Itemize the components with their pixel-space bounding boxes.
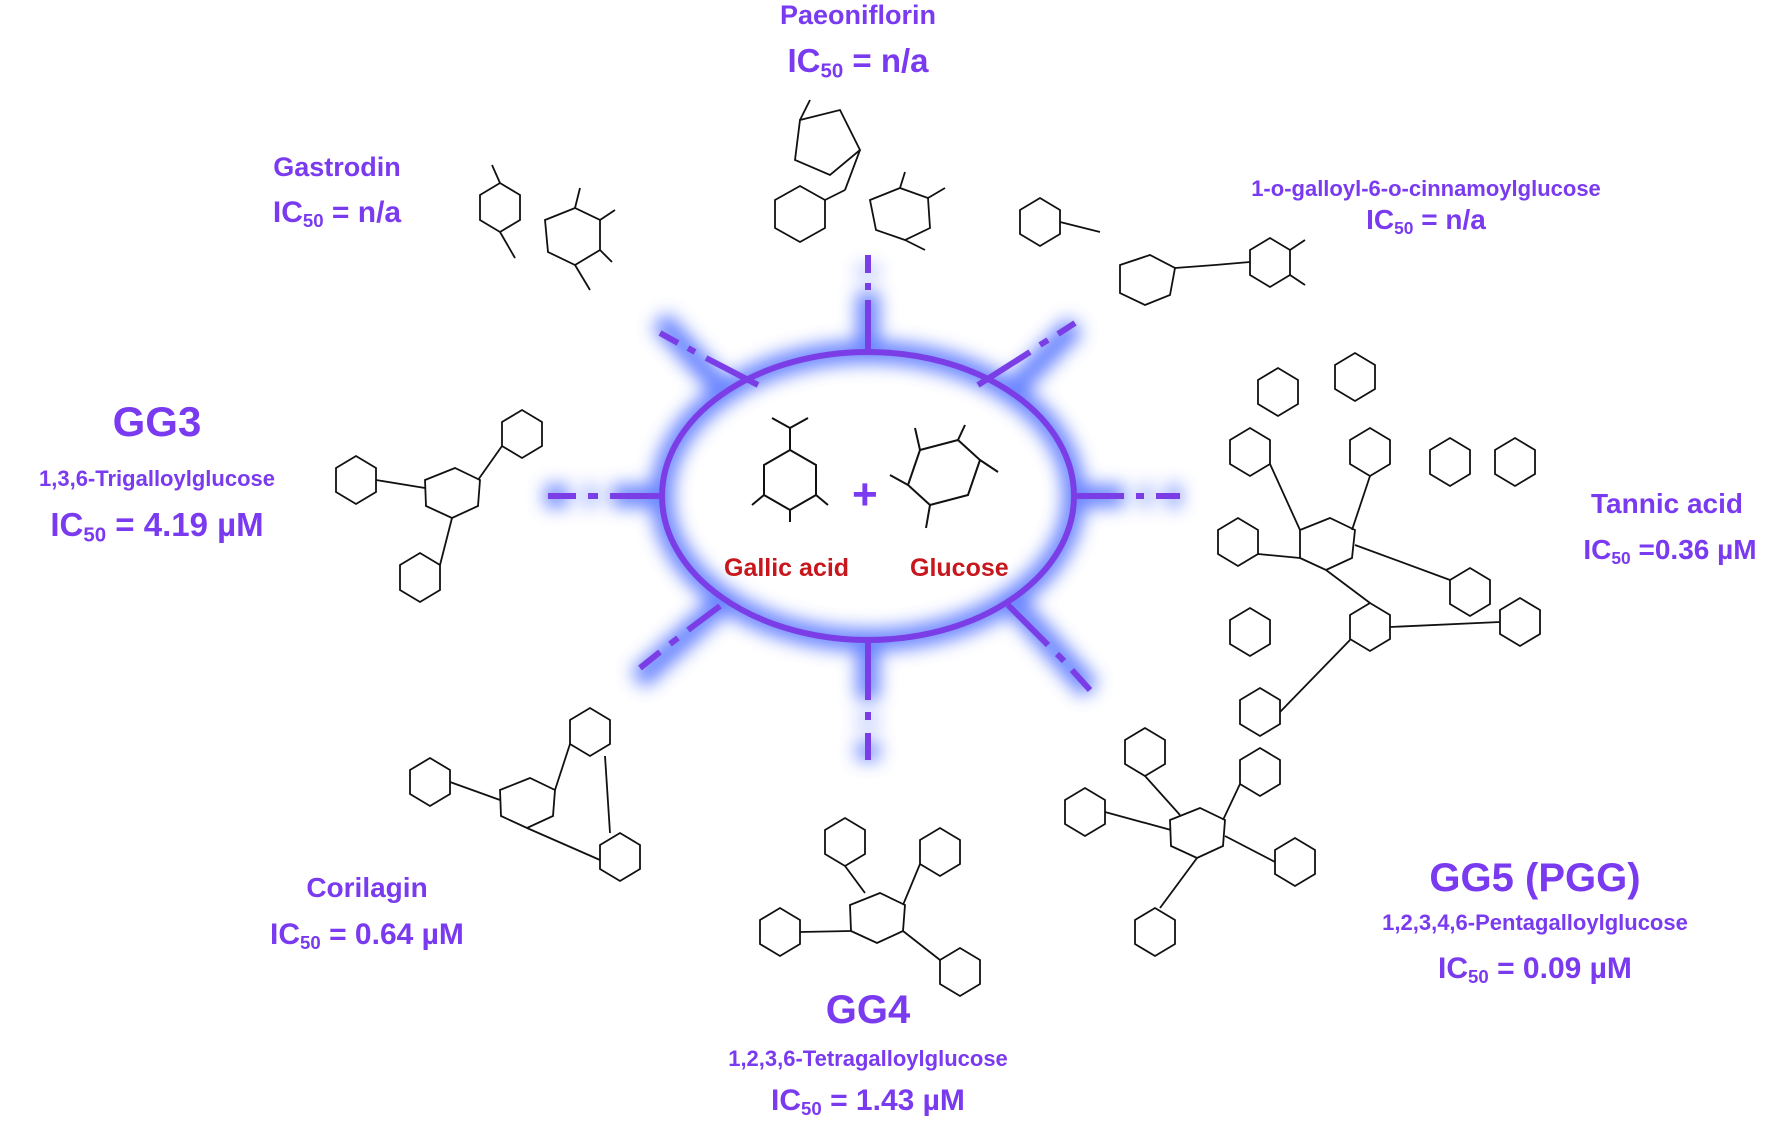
galloyl-cinnamoyl-ic50: IC50 = n/a <box>1366 204 1486 238</box>
galloyl-cinnamoyl-structure <box>1019 196 1306 306</box>
glucose-label: Glucose <box>910 554 1009 582</box>
plus-sign: + <box>852 470 878 519</box>
gastrodin-ic50: IC50 = n/a <box>272 196 402 232</box>
corilagin-structure <box>409 706 641 883</box>
gg3-ic50: IC50 = 4.19 µM <box>50 506 264 547</box>
gg4-ic50: IC50 = 1.43 µM <box>771 1084 965 1120</box>
gg4-full-name: 1,2,3,6-Tetragalloylglucose <box>728 1046 1008 1071</box>
tannic-acid-ic50: IC50 =0.36 µM <box>1583 534 1757 568</box>
galloyl-cinnamoyl-name: 1-o-galloyl-6-o-cinnamoylglucose <box>1251 176 1601 201</box>
hub-ring <box>548 255 1180 760</box>
spoke-bottom-right <box>1005 602 1051 648</box>
paeoniflorin-name: Paeoniflorin <box>779 0 936 30</box>
tannic-acid-name: Tannic acid <box>1591 488 1743 519</box>
gg4-name: GG4 <box>825 988 911 1032</box>
corilagin-ic50: IC50 = 0.64 µM <box>270 918 464 954</box>
spoke-top-right <box>976 349 1032 388</box>
gg5-name: GG5 (PGG) <box>1429 856 1641 900</box>
gallic-acid-structure <box>751 417 829 522</box>
gg5-ic50: IC50 = 0.09 µM <box>1438 952 1632 988</box>
glucose-structure <box>889 424 999 529</box>
gallic-acid-label: Gallic acid <box>724 554 850 582</box>
gg3-name: GG3 <box>112 398 202 445</box>
gg3-full-name: 1,3,6-Trigalloylglucose <box>39 466 275 491</box>
gg5-full-name: 1,2,3,4,6-Pentagalloylglucose <box>1382 910 1688 935</box>
gastrodin-structure <box>479 164 616 291</box>
gg3-structure <box>335 408 543 604</box>
gg4-structure <box>759 816 981 998</box>
corilagin-name: Corilagin <box>306 872 428 903</box>
tannic-acid-structure <box>1217 351 1541 738</box>
spoke-top-left <box>704 355 760 388</box>
paeoniflorin-structure <box>774 99 946 251</box>
spoke-bottom-left <box>686 603 722 633</box>
gastrodin-name: Gastrodin <box>273 152 401 182</box>
paeoniflorin-ic50: IC50 = n/a <box>787 42 929 83</box>
gg5-structure <box>1064 726 1316 958</box>
